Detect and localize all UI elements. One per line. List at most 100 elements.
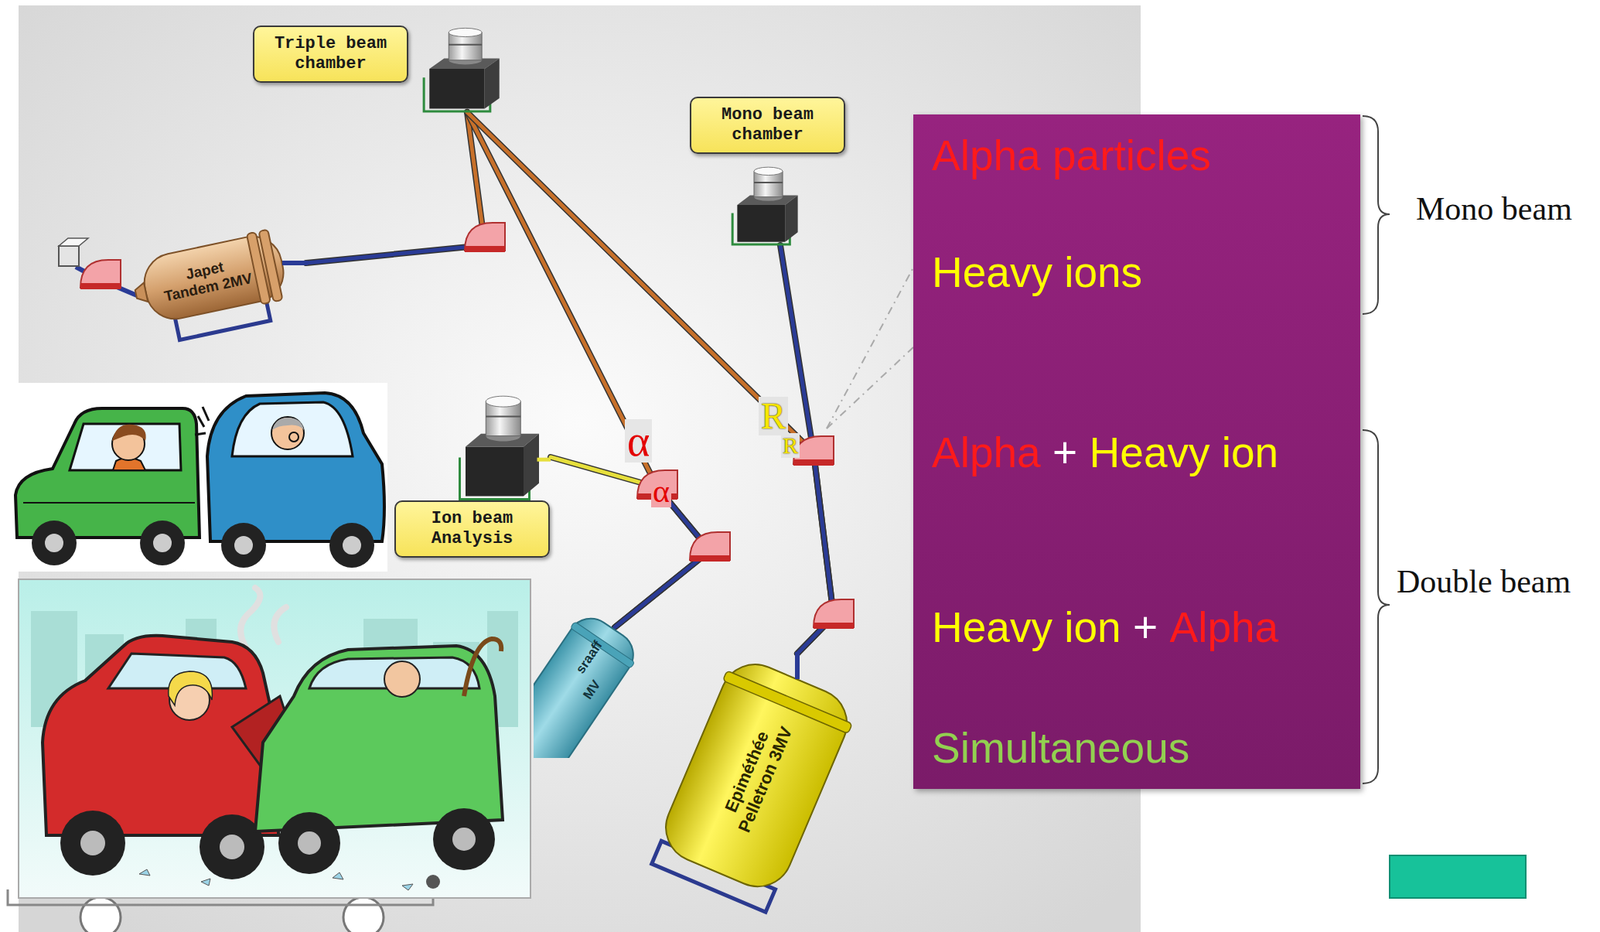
beam-type: Heavy ion — [931, 601, 1122, 653]
beam-line — [467, 112, 834, 654]
nav-button — [1389, 855, 1526, 898]
panel-line: Heavy ion+Alpha — [931, 601, 1279, 653]
chamber-name: Mono beam chamber — [703, 105, 832, 146]
shape — [813, 622, 854, 629]
ion-source — [58, 238, 137, 296]
cartoon-crash — [278, 811, 341, 874]
accelerator-node: Epiméthée Pelletron 3MV — [649, 653, 859, 909]
cartoon-bump — [207, 392, 385, 542]
beam-line — [780, 245, 834, 654]
shape — [533, 608, 644, 758]
cartoon-bump — [5, 382, 388, 572]
cartoon-bump — [139, 520, 185, 566]
shape — [813, 452, 834, 617]
shape — [464, 245, 505, 253]
bending-magnet — [813, 599, 854, 629]
accelerator-node: Japet Tandem 2MV — [133, 208, 307, 342]
shape — [784, 195, 798, 243]
shape — [467, 112, 658, 488]
cartoon-bump — [231, 402, 353, 457]
cartoon-sketch — [80, 897, 121, 932]
shape — [537, 457, 552, 462]
cartoon-bump — [31, 520, 77, 566]
shape — [306, 245, 485, 263]
beam-type: Simultaneous — [931, 722, 1190, 774]
shape — [465, 446, 524, 497]
label-box: Ion beam Analysis — [394, 500, 550, 558]
shape — [133, 282, 148, 304]
beam-line — [550, 457, 710, 628]
shape — [794, 651, 800, 679]
cartoon-bump — [23, 501, 195, 504]
cartoon-bump — [329, 522, 375, 568]
beam-type: Heavy ions — [931, 246, 1143, 298]
shape — [80, 283, 121, 290]
leader-line — [826, 347, 914, 429]
beam-mark: α — [651, 474, 672, 508]
accelerator-node: sraaffMV — [533, 618, 615, 743]
chamber-icon — [453, 392, 551, 501]
shape — [614, 550, 710, 628]
shape — [655, 653, 858, 898]
beam-type: + — [1052, 426, 1078, 478]
cartoon-bump — [234, 535, 253, 555]
shape — [258, 229, 283, 302]
panel-line: Simultaneous — [931, 722, 1190, 774]
shape — [484, 58, 500, 110]
panel-line: Heavy ions — [931, 246, 1143, 298]
beam-type: Alpha particles — [931, 129, 1212, 181]
shape — [467, 112, 814, 453]
cartoon-bump — [44, 533, 64, 553]
shape — [306, 245, 485, 263]
shape — [813, 452, 834, 617]
chamber-name: Triple beam chamber — [266, 34, 395, 75]
shape — [645, 652, 860, 915]
bracket — [1362, 115, 1390, 784]
shape — [614, 550, 710, 628]
chamber-node: Ion beam Analysis — [393, 392, 551, 558]
cartoon-bump — [112, 424, 147, 441]
shape — [128, 228, 294, 348]
cartoon-crash — [452, 827, 476, 851]
beam-type: Alpha — [1169, 601, 1279, 653]
cartoon-bump — [153, 533, 172, 553]
beam-mark: α — [624, 419, 652, 463]
leader-line — [826, 267, 914, 429]
shape — [813, 452, 834, 617]
cartoon-crash — [433, 808, 495, 870]
cartoon-crash — [18, 579, 531, 898]
cartoon-crash — [240, 587, 287, 650]
shape — [793, 459, 834, 466]
cartoon-crash — [219, 834, 245, 860]
cartoon-bump — [271, 416, 304, 450]
shape — [429, 68, 485, 110]
bending-magnet — [80, 259, 121, 290]
beam-line — [306, 112, 485, 263]
panel-line: Alpha particles — [931, 129, 1212, 181]
beam-type: Alpha — [931, 426, 1041, 478]
cartoon-crash — [255, 645, 503, 832]
beam-mark: R — [781, 433, 800, 458]
shape — [736, 204, 785, 243]
cartoon-crash — [139, 869, 413, 891]
beam-mode-panel: Alpha particlesHeavy ionsAlpha+Heavy ion… — [913, 114, 1361, 789]
cartoon-crash — [60, 810, 126, 876]
cartoon-bump — [289, 432, 299, 442]
bracket — [1362, 429, 1390, 784]
cartoon-crash — [463, 638, 502, 696]
cartoon-bump — [69, 423, 181, 471]
shape — [467, 112, 658, 488]
bracket-label: Double beam — [1396, 562, 1571, 601]
cartoon-crash — [18, 579, 531, 898]
bracket — [1362, 115, 1390, 314]
cartoon-bump — [221, 522, 267, 568]
cartoon-bump — [194, 406, 209, 435]
ion-source — [58, 245, 79, 267]
cartoon-crash — [80, 830, 106, 856]
shape — [753, 181, 783, 184]
beam-type: + — [1132, 601, 1158, 653]
chamber-name: Ion beam Analysis — [408, 508, 536, 550]
cartoon-crash — [168, 671, 213, 706]
cartoon-crash — [426, 874, 441, 889]
